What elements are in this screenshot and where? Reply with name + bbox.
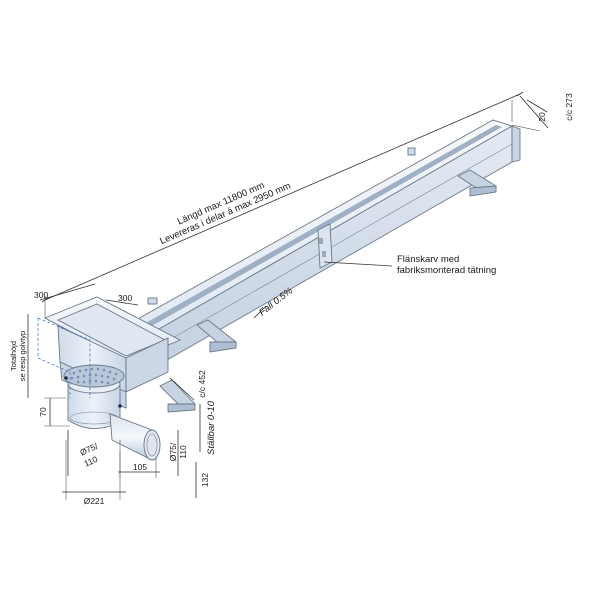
bracket-2	[196, 319, 237, 353]
total-height-label-1: Totalhöjd	[9, 341, 18, 371]
bracket-3	[159, 379, 196, 413]
flange-label-2: fabriksmonterad tätning	[397, 265, 496, 276]
outlet-pipe	[109, 413, 161, 461]
drain-box	[37, 296, 182, 461]
channel-slot	[128, 125, 502, 336]
hidden-outline	[37, 317, 91, 398]
dim-105-label: 105	[133, 462, 147, 472]
bracket-1	[457, 169, 497, 197]
cc-273-label: c/c 273	[564, 93, 574, 121]
channel-end-cap	[511, 125, 521, 163]
dim-221-label: Ø221	[84, 496, 105, 506]
flange-label-1: Flänskarv med	[397, 254, 459, 265]
dim-132-label: 132	[200, 473, 210, 487]
cc-452-label: c/c 452	[197, 370, 207, 398]
support-brackets	[159, 169, 497, 413]
delivery-label: Levereras i delar á max 2950 mm	[158, 181, 292, 248]
channel	[117, 119, 521, 373]
dim-70-label: 70	[38, 407, 48, 417]
pipe-b-label-2: 110	[178, 445, 188, 459]
pipe-b-label-1: Ø75/	[168, 442, 178, 461]
dimensions	[27, 91, 549, 500]
strainer-basket	[63, 364, 125, 388]
dim-300-b-label: 300	[118, 293, 132, 303]
total-height-label-2: se resp golvtyp	[18, 331, 27, 381]
adjust-label: Ställbar 0-10	[206, 400, 217, 455]
dim-20-label: 20	[537, 112, 547, 122]
flange-joint	[317, 223, 333, 269]
dim-300-a-label: 300	[34, 290, 48, 300]
pipe-a-label-1: Ø75/	[78, 441, 99, 458]
